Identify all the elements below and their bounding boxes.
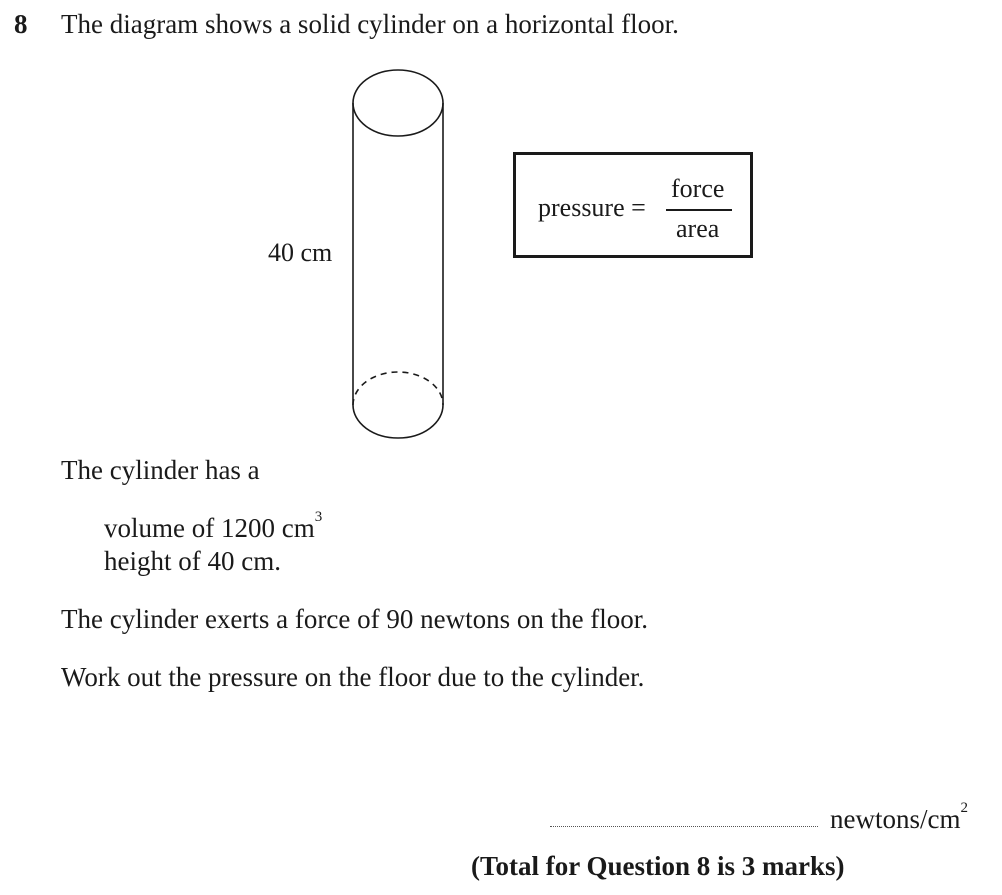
formula-lhs: pressure = bbox=[538, 193, 646, 222]
question-intro: The diagram shows a solid cylinder on a … bbox=[61, 9, 679, 39]
formula-denominator: area bbox=[676, 214, 720, 243]
given-volume: volume of 1200 cm3 bbox=[104, 509, 322, 544]
fraction-bar bbox=[666, 209, 732, 211]
given-height: height of 40 cm. bbox=[104, 546, 281, 577]
answer-units-text: newtons/cm bbox=[830, 804, 961, 834]
force-statement: The cylinder exerts a force of 90 newton… bbox=[61, 604, 649, 634]
cylinder-bottom-visible-arc bbox=[352, 404, 444, 439]
answer-units: newtons/cm2 bbox=[830, 800, 968, 835]
height-label: 40 cm bbox=[268, 238, 333, 267]
formula-numerator: force bbox=[671, 174, 725, 203]
cylinder-diagram bbox=[352, 69, 444, 439]
given-volume-text: volume of 1200 cm bbox=[104, 513, 315, 543]
pressure-formula-box: pressure = force area bbox=[513, 152, 753, 258]
cylinder-top-ellipse bbox=[352, 69, 444, 137]
answer-units-exponent: 2 bbox=[960, 800, 968, 816]
given-volume-exponent: 3 bbox=[314, 509, 323, 525]
answer-line[interactable] bbox=[550, 826, 818, 827]
given-height-text: height of 40 cm. bbox=[104, 546, 281, 576]
cylinder-bottom-hidden-arc bbox=[352, 371, 444, 406]
given-intro: The cylinder has a bbox=[61, 455, 260, 485]
question-number: 8 bbox=[14, 9, 28, 39]
total-marks: (Total for Question 8 is 3 marks) bbox=[471, 851, 845, 881]
task-statement: Work out the pressure on the floor due t… bbox=[61, 662, 645, 692]
